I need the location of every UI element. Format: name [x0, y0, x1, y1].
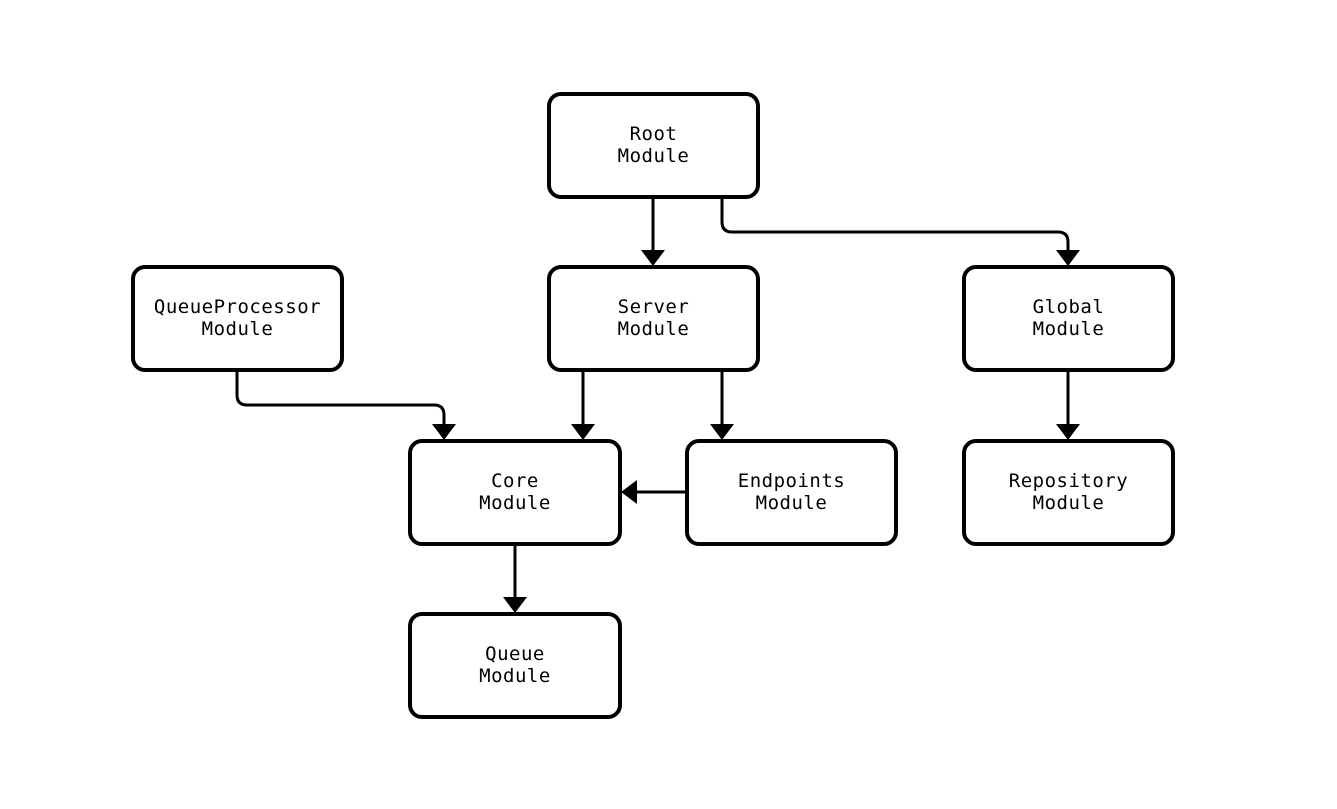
arrowhead-icon — [641, 250, 665, 266]
edge-server-to-endpoints — [710, 370, 734, 440]
nodes-layer: RootModuleQueueProcessorModuleServerModu… — [131, 92, 1175, 719]
edge-line — [235, 370, 446, 426]
arrowhead-icon — [503, 597, 527, 613]
edge-core-to-queue — [503, 544, 527, 613]
node-label-line1: Root — [630, 123, 678, 145]
node-label-line2: Module — [618, 318, 690, 340]
edge-global-to-repository — [1056, 370, 1080, 440]
node-label-line1: Queue — [485, 643, 545, 665]
node-label-line2: Module — [479, 492, 551, 514]
edge-root-to-server — [641, 197, 665, 266]
edge-queueprocessor-to-core — [235, 370, 456, 440]
node-label-line2: Module — [756, 492, 828, 514]
edges-layer — [235, 197, 1080, 613]
node-label-line1: Core — [491, 470, 539, 492]
node-label-line1: Server — [618, 296, 690, 318]
arrowhead-icon — [621, 480, 637, 504]
arrowhead-icon — [432, 424, 456, 440]
arrowhead-icon — [571, 424, 595, 440]
node-box[interactable] — [962, 439, 1175, 546]
node-label-line2: Module — [1033, 492, 1105, 514]
node-box[interactable] — [685, 439, 898, 546]
node-label-line1: Global — [1033, 296, 1105, 318]
node-label-line1: QueueProcessor — [154, 296, 321, 318]
node-label-line2: Module — [479, 665, 551, 687]
node-box[interactable] — [547, 265, 760, 372]
edge-root-to-global — [720, 197, 1080, 266]
arrowhead-icon — [710, 424, 734, 440]
node-box[interactable] — [962, 265, 1175, 372]
node-box[interactable] — [408, 612, 622, 719]
node-label-line2: Module — [618, 145, 690, 167]
arrowhead-icon — [1056, 424, 1080, 440]
edge-server-to-core — [571, 370, 595, 440]
node-box[interactable] — [131, 265, 344, 372]
node-label-line2: Module — [1033, 318, 1105, 340]
arrowhead-icon — [1056, 250, 1080, 266]
node-box[interactable] — [547, 92, 760, 199]
edge-endpoints-to-core — [621, 480, 687, 504]
node-label-line1: Repository — [1009, 470, 1128, 492]
node-label-line1: Endpoints — [738, 470, 845, 492]
edge-line — [720, 197, 1070, 252]
node-label-line2: Module — [202, 318, 274, 340]
node-box[interactable] — [408, 439, 622, 546]
